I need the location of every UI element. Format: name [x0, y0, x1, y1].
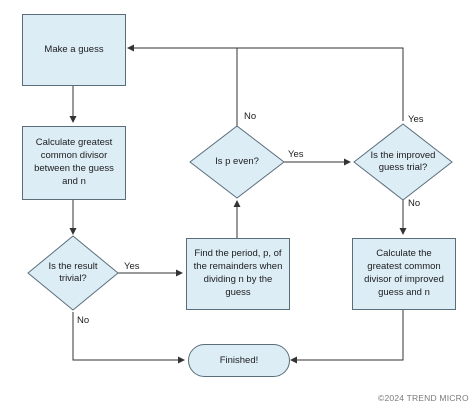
edge-label-trivial-no: No	[77, 315, 90, 326]
label-is-p-even: Is p even?	[215, 155, 259, 167]
arrow-even-no	[127, 44, 238, 126]
edge-label-even-no: No	[244, 111, 257, 122]
arrow-improved-yes	[237, 47, 404, 121]
edge-label-trivial-yes: Yes	[124, 261, 140, 272]
edge-label-even-yes: Yes	[288, 149, 304, 160]
arrow-gcd-improved-to-finished	[290, 310, 404, 364]
label-is-result-trivial: Is the result trivial?	[48, 260, 98, 284]
label-is-improved-trivial: Is the improved guess trial?	[370, 149, 436, 173]
diamond-is-p-even	[189, 125, 285, 199]
copyright-notice: ©2024 TREND MICRO	[378, 393, 469, 403]
diamond-is-result-trivial	[27, 235, 119, 311]
edge-label-improved-yes: Yes	[408, 114, 424, 125]
node-find-period: Find the period, p, of the remainders wh…	[186, 238, 290, 310]
arrow-trivial-no	[72, 312, 185, 364]
node-make-a-guess: Make a guess	[22, 14, 126, 86]
node-calculate-gcd-improved: Calculate the greatest common divisor of…	[352, 238, 456, 310]
node-finished: Finished!	[188, 344, 290, 377]
diamond-is-improved-trivial	[353, 123, 453, 201]
node-calculate-gcd: Calculate greatest common divisor betwee…	[22, 126, 126, 200]
edge-label-improved-no: No	[408, 198, 421, 209]
